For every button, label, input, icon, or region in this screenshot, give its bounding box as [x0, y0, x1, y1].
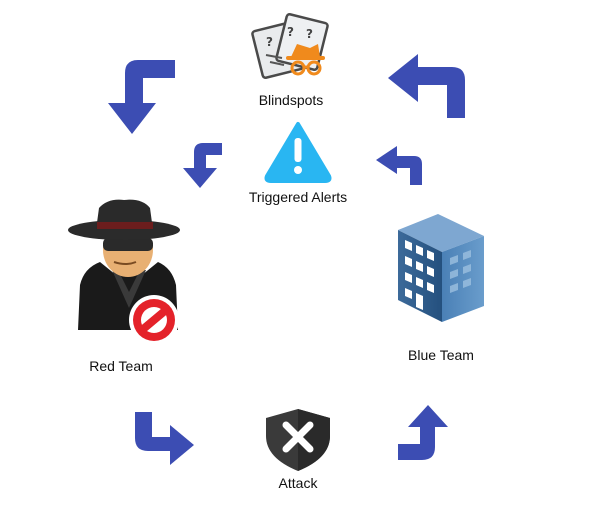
red-team-label: Red Team — [89, 358, 153, 374]
arrow-top-left-small — [183, 143, 222, 188]
arrow-bottom-right — [398, 405, 448, 460]
hacker-spy-icon — [68, 199, 180, 345]
svg-text:?: ? — [266, 35, 273, 49]
incognito-paper-icon: ? ? ? — [251, 13, 329, 79]
office-building-icon — [398, 214, 484, 322]
arrow-top-left-large — [108, 60, 175, 134]
arrow-top-right-large — [388, 54, 465, 118]
svg-text:?: ? — [306, 27, 313, 41]
svg-text:?: ? — [287, 25, 294, 39]
triggered-alerts-label: Triggered Alerts — [248, 189, 348, 205]
shield-x-icon — [266, 409, 330, 471]
blindspots-label: Blindspots — [258, 92, 324, 108]
warning-triangle-icon — [264, 122, 332, 183]
attack-label: Attack — [278, 475, 318, 491]
arrow-top-right-small — [376, 146, 422, 185]
arrow-bottom-left — [135, 412, 194, 465]
blue-team-label: Blue Team — [408, 347, 474, 363]
